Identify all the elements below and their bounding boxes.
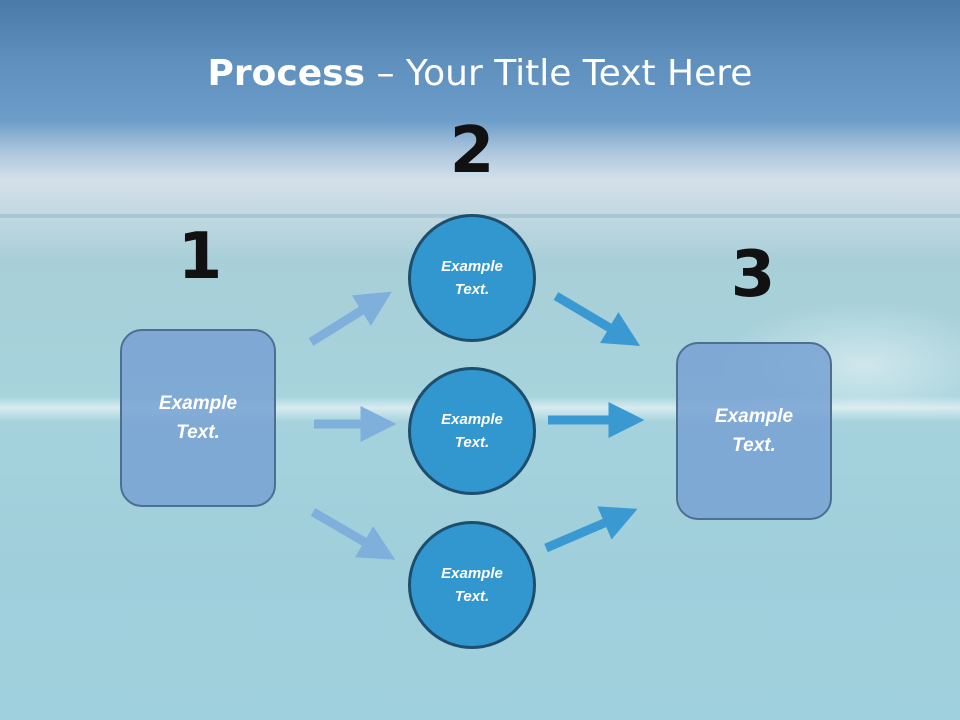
step-2-circle-top: Example Text. <box>408 214 536 342</box>
circle-bottom-text: Example Text. <box>441 565 503 605</box>
circle-top-text: Example Text. <box>441 258 503 298</box>
title-rest: – Your Title Text Here <box>365 53 753 94</box>
step-number-1: 1 <box>177 220 223 294</box>
step-2-circle-bottom: Example Text. <box>408 521 536 649</box>
arrow-1-to-top <box>308 291 392 346</box>
step-2-circle-middle: Example Text. <box>408 367 536 495</box>
arrow-top-to-3 <box>553 292 641 346</box>
arrow-bottom-to-3 <box>544 506 638 553</box>
circle-middle-text: Example Text. <box>441 411 503 451</box>
step-1-box: Example Text. <box>120 329 276 507</box>
step-number-2: 2 <box>449 114 495 188</box>
step-number-3: 3 <box>730 238 776 312</box>
slide-title: Process – Your Title Text Here <box>0 52 960 96</box>
step-3-text: Example Text. <box>714 406 794 456</box>
step-1-text: Example Text. <box>158 393 238 443</box>
title-bold: Process <box>207 53 366 94</box>
step-3-box: Example Text. <box>676 342 832 520</box>
arrow-1-to-bottom <box>310 508 396 560</box>
